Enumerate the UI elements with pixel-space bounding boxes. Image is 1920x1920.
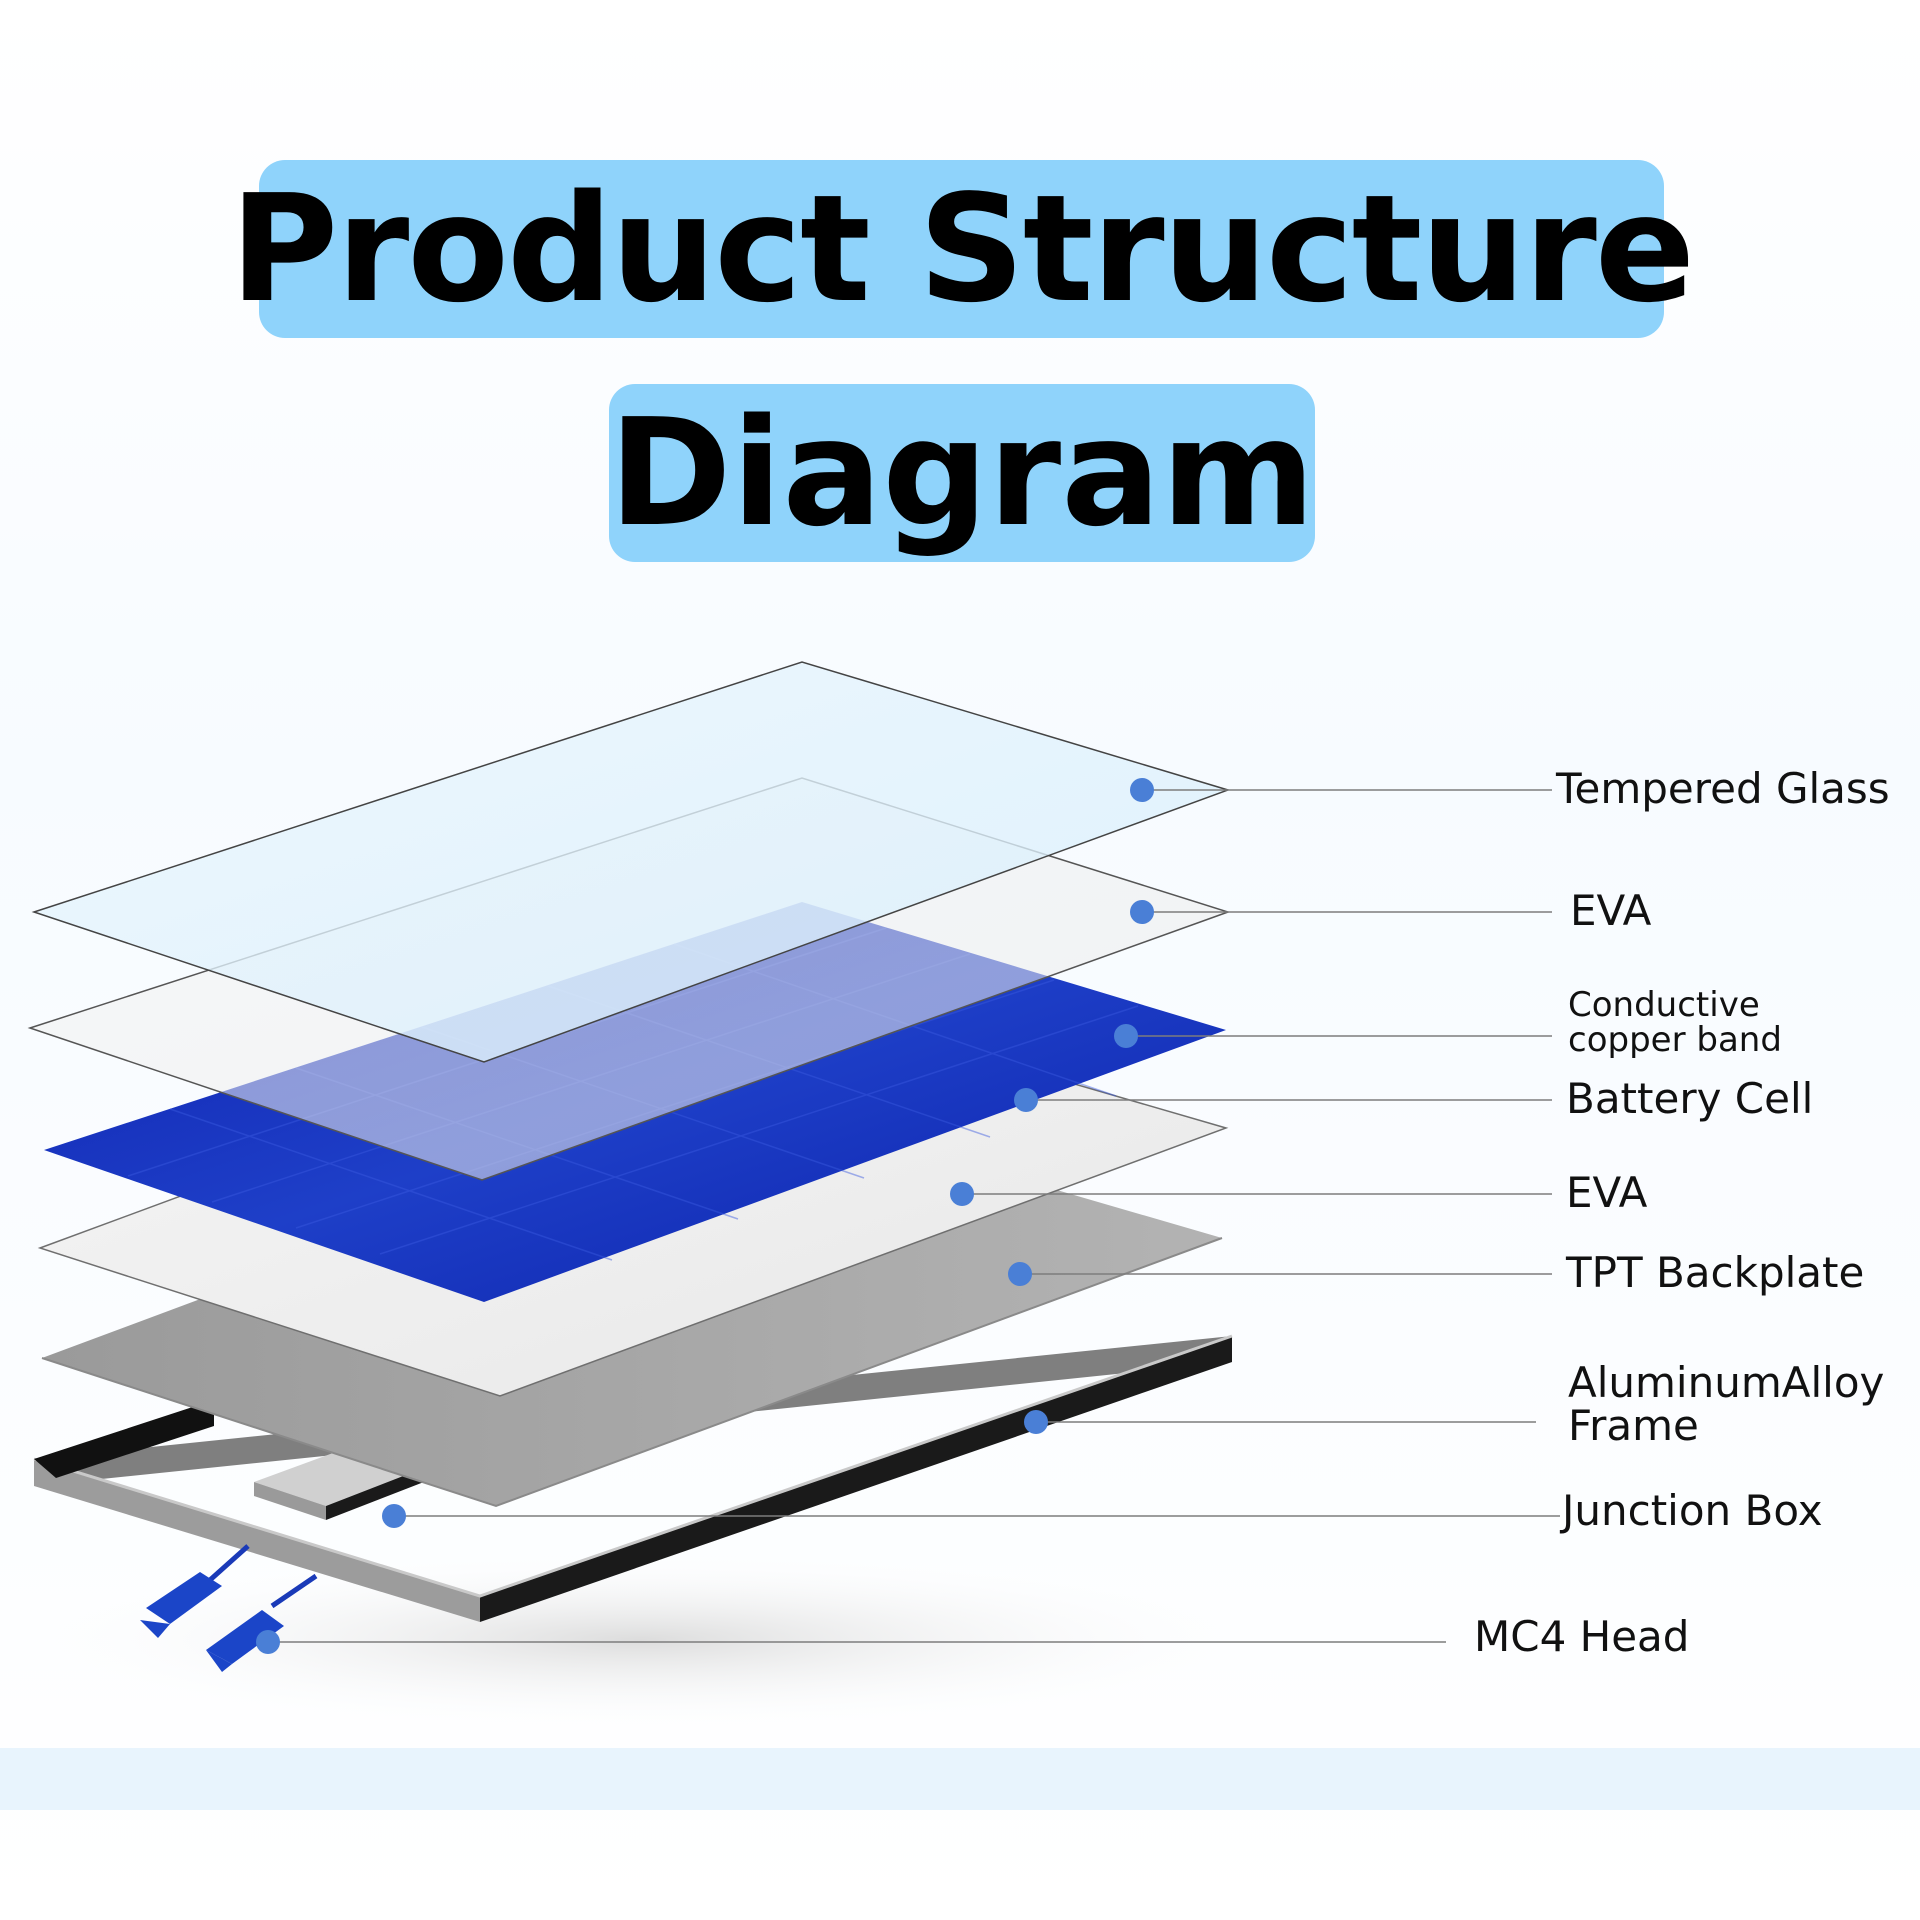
marker-mc4-head xyxy=(256,1630,280,1654)
layer-markers xyxy=(256,778,1154,1654)
label-aluminum-frame-line1: AluminumAlloy xyxy=(1568,1358,1885,1407)
marker-battery-cell xyxy=(1014,1088,1038,1112)
label-eva-lower: EVA xyxy=(1566,1168,1648,1217)
marker-tempered-glass xyxy=(1130,778,1154,802)
ground-shadow xyxy=(0,1550,1280,1730)
label-aluminum-frame-line2: Frame xyxy=(1568,1400,1699,1450)
label-tpt-backplate: TPT Backplate xyxy=(1566,1248,1865,1297)
marker-eva-upper xyxy=(1130,900,1154,924)
mc4-heads xyxy=(140,1544,318,1672)
label-tempered-glass: Tempered Glass xyxy=(1556,764,1890,813)
label-eva-upper: EVA xyxy=(1570,886,1652,935)
label-copper-band-line2: copper band xyxy=(1568,1019,1782,1060)
bottom-band xyxy=(0,1748,1920,1810)
label-copper-band-line1: Conductive xyxy=(1568,985,1760,1025)
label-battery-cell: Battery Cell xyxy=(1566,1074,1814,1123)
label-junction-box: Junction Box xyxy=(1562,1486,1823,1535)
marker-eva-lower xyxy=(950,1182,974,1206)
title-line-1: Product Structure xyxy=(230,160,1695,338)
label-aluminum-frame: AluminumAlloy Frame xyxy=(1568,1358,1885,1450)
label-copper-band: Conductive copper band xyxy=(1568,988,1782,1057)
label-mc4-head: MC4 Head xyxy=(1474,1612,1690,1661)
marker-aluminum-frame xyxy=(1024,1410,1048,1434)
marker-tpt-backplate xyxy=(1008,1262,1032,1286)
marker-copper-band xyxy=(1114,1024,1138,1048)
leader-lines xyxy=(268,789,1560,1643)
title-line-2: Diagram xyxy=(609,384,1315,562)
marker-junction-box xyxy=(382,1504,406,1528)
